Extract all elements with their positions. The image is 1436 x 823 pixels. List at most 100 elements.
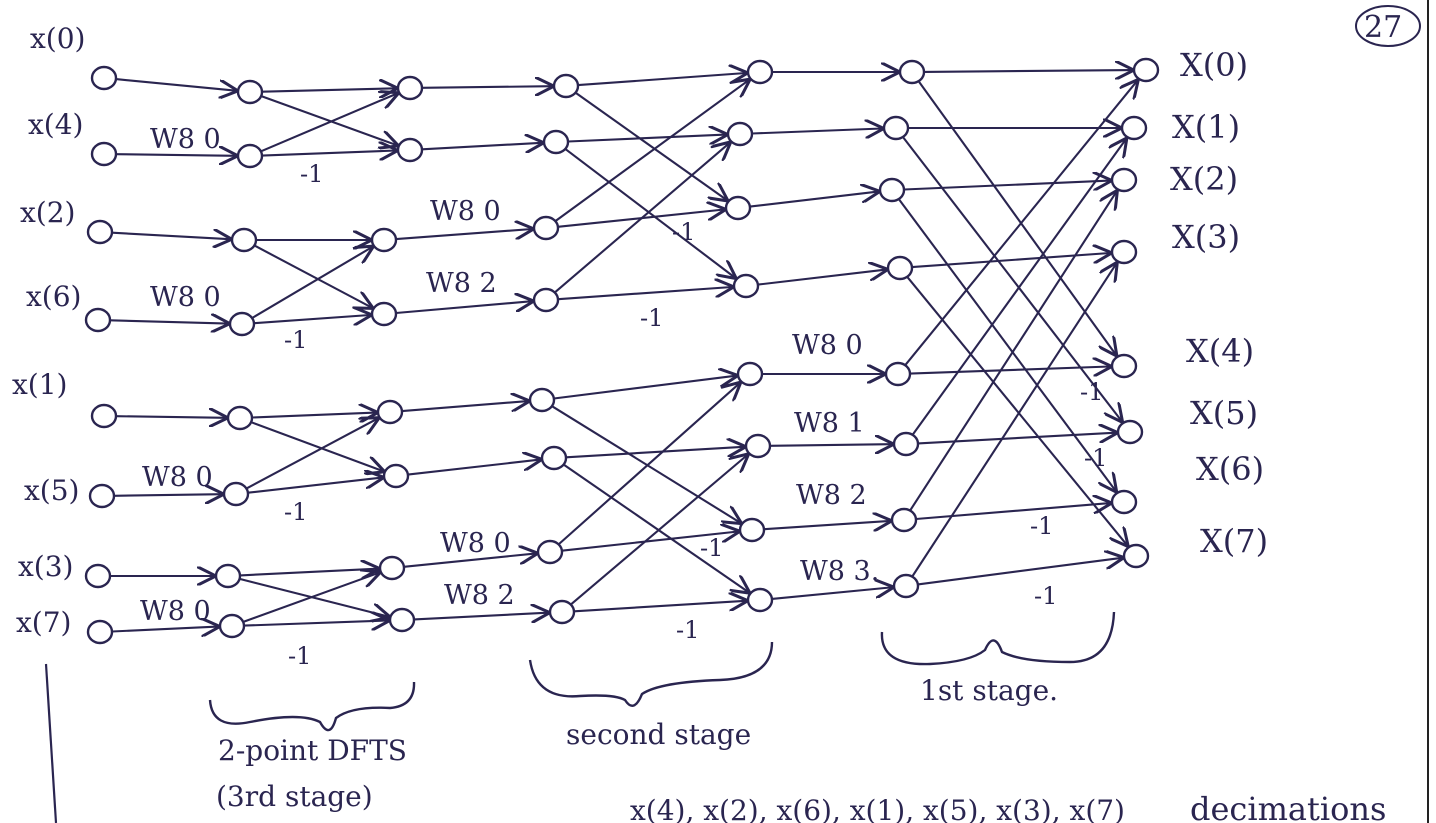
twiddle-label: W8 1 bbox=[794, 408, 865, 439]
output-node bbox=[1110, 167, 1138, 193]
twiddle-edge bbox=[407, 460, 540, 476]
twiddle-edge bbox=[395, 301, 532, 315]
butterfly-edge bbox=[911, 264, 1117, 577]
input-edge bbox=[111, 233, 230, 240]
butterfly-edge bbox=[254, 244, 372, 308]
butterfly-edge bbox=[261, 151, 396, 156]
butterfly-edge bbox=[909, 367, 1110, 374]
butterfly-edge bbox=[260, 95, 397, 145]
butterfly-node bbox=[396, 137, 424, 163]
twiddle-edge bbox=[769, 444, 892, 446]
butterfly-node bbox=[236, 79, 264, 105]
neg-one-label: -1 bbox=[1084, 444, 1107, 472]
butterfly-node bbox=[548, 599, 576, 625]
butterfly-edge bbox=[911, 253, 1110, 269]
output-node bbox=[1132, 57, 1160, 83]
twiddle-edge bbox=[421, 143, 542, 150]
input-label: x(0) bbox=[30, 22, 85, 55]
twiddle-label: W8 0 bbox=[792, 330, 863, 361]
butterfly-node bbox=[378, 555, 406, 581]
twiddle-edge bbox=[751, 129, 882, 134]
output-node bbox=[1110, 489, 1138, 515]
butterfly-edge bbox=[250, 421, 383, 471]
butterfly-node bbox=[882, 115, 910, 141]
butterfly-node bbox=[738, 517, 766, 543]
butterfly-edge bbox=[260, 94, 397, 153]
twiddle-label: W8 0 bbox=[150, 124, 221, 155]
neg-one-label: -1 bbox=[700, 534, 723, 562]
butterfly-edge bbox=[261, 88, 396, 91]
twiddle-label: W8 0 bbox=[142, 462, 213, 493]
butterfly-node bbox=[228, 311, 256, 337]
butterfly-node bbox=[396, 75, 424, 101]
stage1-labels: W8 0 W8 1 W8 2 W8 3. -1 -1 -1 -1 bbox=[792, 330, 1107, 610]
butterfly-node bbox=[376, 399, 404, 425]
page-number-circle bbox=[1355, 5, 1421, 47]
brace-stage2 bbox=[528, 641, 774, 707]
butterfly-edge bbox=[246, 419, 378, 490]
neg-one-label: -1 bbox=[284, 498, 307, 526]
twiddle-label: W8 2 bbox=[796, 480, 867, 511]
neg-one-label: -1 bbox=[284, 326, 307, 354]
butterfly-edge bbox=[564, 148, 735, 277]
butterfly-edge bbox=[563, 463, 749, 592]
twiddle-label: W8 2 bbox=[426, 268, 497, 299]
twiddle-edge bbox=[763, 521, 890, 529]
input-edge bbox=[115, 154, 236, 156]
input-node bbox=[86, 219, 114, 245]
output-node bbox=[1116, 419, 1144, 445]
neg-one-label: -1 bbox=[1034, 582, 1057, 610]
butterfly-node bbox=[736, 361, 764, 387]
butterfly-node bbox=[236, 143, 264, 169]
output-label: X(3) bbox=[1172, 218, 1240, 256]
butterfly-node bbox=[726, 121, 754, 147]
output-label: X(2) bbox=[1170, 160, 1238, 198]
twiddle-edge bbox=[749, 192, 878, 208]
input-node bbox=[84, 563, 112, 589]
butterfly-edge bbox=[570, 455, 747, 606]
butterfly-edge bbox=[567, 135, 726, 142]
butterfly-node bbox=[370, 301, 398, 327]
twiddle-edge bbox=[771, 587, 892, 600]
output-label: X(6) bbox=[1196, 450, 1264, 488]
twiddle-label: W8 0 bbox=[440, 528, 511, 559]
output-node bbox=[1110, 353, 1138, 379]
twiddle-edge bbox=[757, 270, 886, 286]
butterfly-edge bbox=[247, 478, 382, 494]
stage2-labels: W8 0 W8 2 W8 0 W8 2 -1 -1 -1 -1 bbox=[426, 196, 723, 644]
stage3-labels: W8 0 W8 0 W8 0 W8 0 -1 -1 -1 -1 bbox=[140, 124, 323, 670]
input-edge bbox=[109, 320, 228, 323]
input-edge bbox=[115, 78, 236, 91]
butterfly-edge bbox=[251, 247, 372, 319]
neg-one-label: -1 bbox=[1080, 378, 1103, 406]
butterfly-node bbox=[540, 445, 568, 471]
input-node bbox=[90, 65, 118, 91]
butterfly-edges bbox=[109, 70, 1137, 631]
butterfly-edge bbox=[251, 413, 376, 418]
butterfly-node bbox=[746, 59, 774, 85]
butterfly-node bbox=[744, 433, 772, 459]
twiddle-label: W8 2 bbox=[444, 580, 515, 611]
butterfly-node bbox=[532, 287, 560, 313]
butterfly-edge bbox=[253, 315, 370, 323]
butterfly-edge bbox=[912, 139, 1126, 435]
butterfly-edge bbox=[553, 376, 736, 400]
butterfly-node bbox=[214, 563, 242, 589]
butterfly-edge bbox=[551, 405, 740, 522]
butterfly-node bbox=[884, 361, 912, 387]
neg-one-label: -1 bbox=[288, 642, 311, 670]
butterfly-edge bbox=[565, 447, 744, 459]
brace-label-stage1: 1st stage. bbox=[920, 674, 1058, 707]
butterfly-node bbox=[552, 73, 580, 99]
input-label: x(7) bbox=[16, 606, 71, 639]
butterfly-node bbox=[528, 387, 556, 413]
input-label: x(3) bbox=[18, 550, 73, 583]
twiddle-edge bbox=[401, 401, 528, 413]
twiddle-label: W8 3. bbox=[800, 556, 879, 587]
input-label: x(4) bbox=[28, 108, 83, 141]
neg-one-label: -1 bbox=[1030, 512, 1053, 540]
butterfly-node bbox=[890, 507, 918, 533]
input-node bbox=[86, 619, 114, 645]
twiddle-label: W8 0 bbox=[150, 282, 221, 313]
